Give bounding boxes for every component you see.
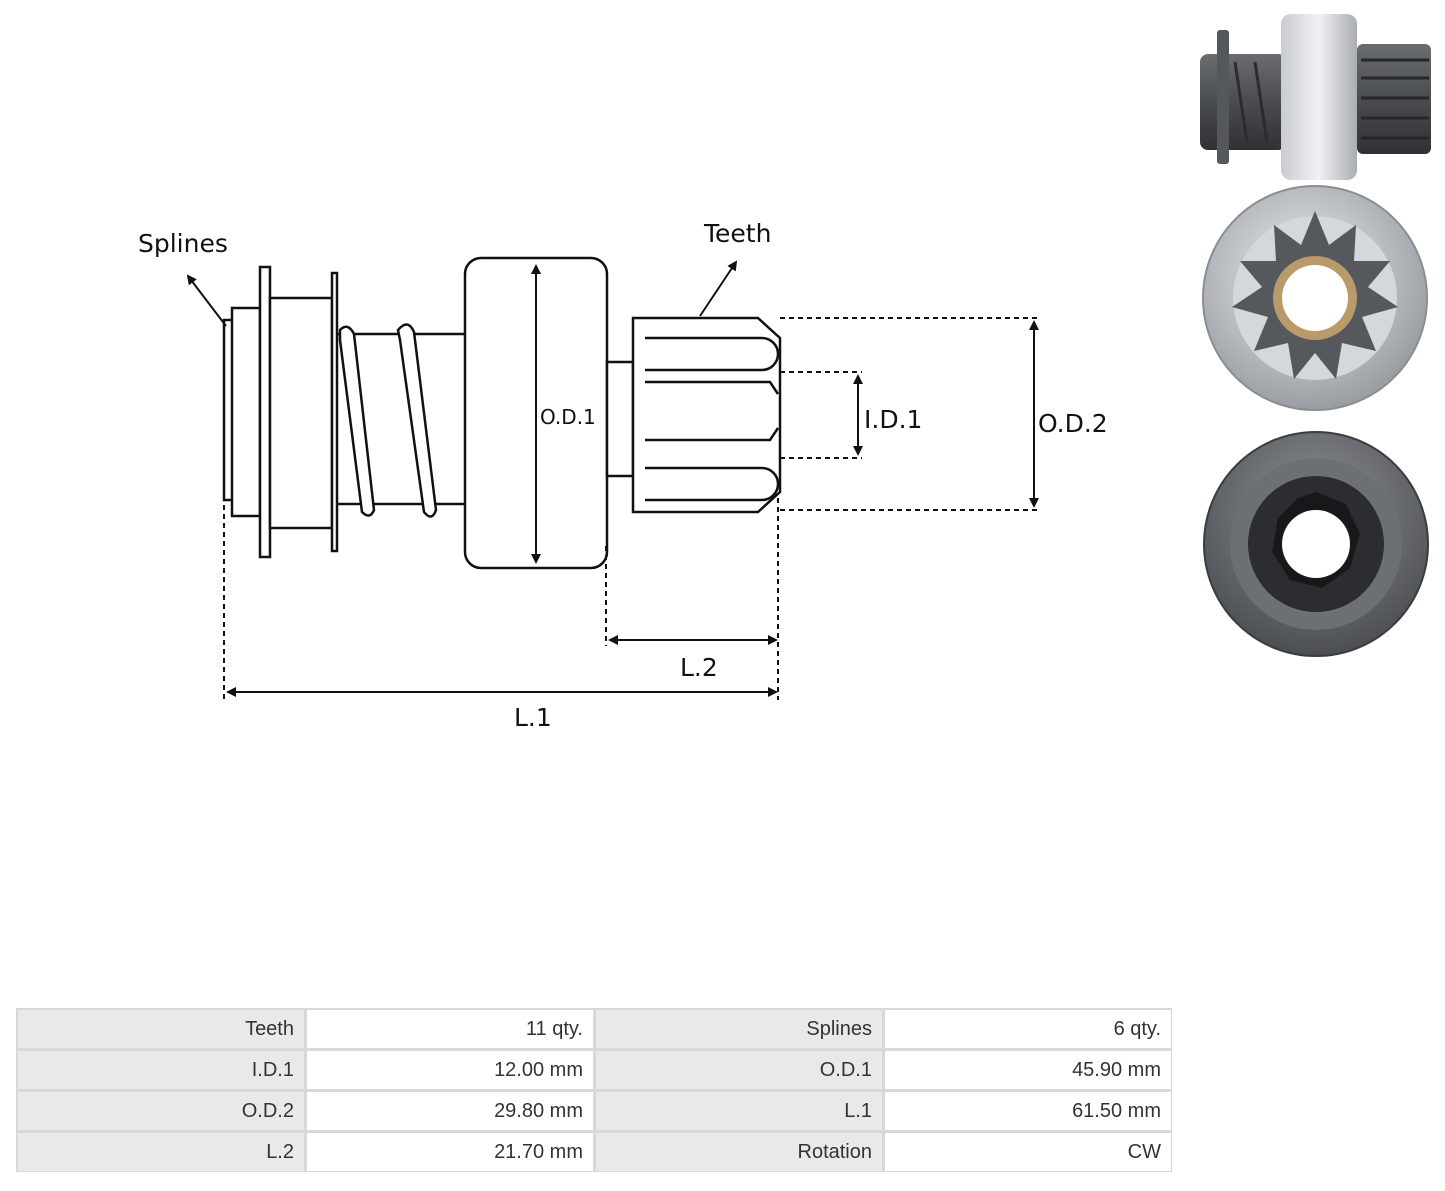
splines-leader: [186, 274, 227, 327]
spec-label: I.D.1: [16, 1049, 305, 1090]
teeth-leader: [699, 260, 738, 317]
spec-label: L.1: [594, 1090, 883, 1131]
spec-value: 29.80 mm: [305, 1090, 594, 1131]
spec-value: 21.70 mm: [305, 1131, 594, 1172]
spec-value: 12.00 mm: [305, 1049, 594, 1090]
l2-label: L.2: [680, 653, 718, 682]
splines-label: Splines: [138, 229, 228, 258]
spec-label: Splines: [594, 1008, 883, 1049]
product-photo-spline-end: [1203, 431, 1429, 657]
spec-value: 11 qty.: [305, 1008, 594, 1049]
l1-label: L.1: [514, 703, 552, 732]
spec-value: 6 qty.: [883, 1008, 1172, 1049]
teeth-label: Teeth: [703, 219, 771, 248]
pinion-gear: [631, 316, 782, 514]
spec-label: L.2: [16, 1131, 305, 1172]
od2-label: O.D.2: [1038, 409, 1108, 438]
spec-label: Teeth: [16, 1008, 305, 1049]
spec-label: Rotation: [594, 1131, 883, 1172]
spec-value: 61.50 mm: [883, 1090, 1172, 1131]
spline-end: [222, 265, 339, 559]
spec-value: CW: [883, 1131, 1172, 1172]
product-photo-pinion-end: [1202, 185, 1428, 411]
od1-label: O.D.1: [540, 405, 596, 429]
spec-label: O.D.2: [16, 1090, 305, 1131]
id1-label: I.D.1: [864, 405, 922, 434]
spec-label: O.D.1: [594, 1049, 883, 1090]
technical-drawing: Splines Teeth O.D.1 I.D.1 O.D.2 L.2 L.1: [138, 219, 1108, 732]
product-photo-side: [1200, 14, 1431, 180]
spring-section: [337, 323, 465, 518]
spec-value: 45.90 mm: [883, 1049, 1172, 1090]
